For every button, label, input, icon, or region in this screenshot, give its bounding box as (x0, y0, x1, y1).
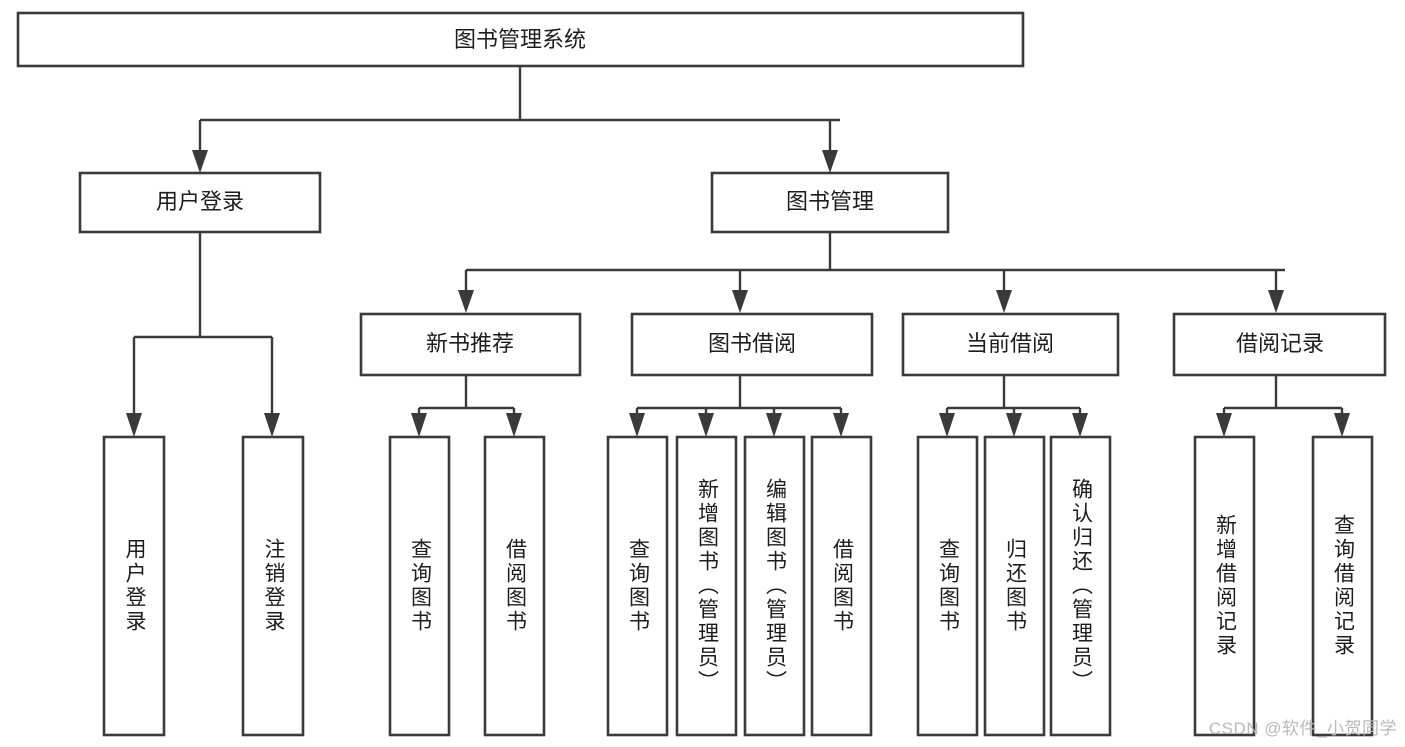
leaf-box-query-book-2[interactable] (606, 435, 669, 737)
node-box[interactable] (630, 312, 874, 377)
node-label: 借阅记录 (1236, 331, 1324, 356)
connector-record-to-leaves (1216, 375, 1350, 437)
leaf-box-edit-book[interactable] (743, 435, 806, 737)
leaf-box-user-login[interactable] (102, 435, 166, 737)
leaf-box-query-record[interactable] (1311, 435, 1374, 737)
arrow-icon (996, 290, 1012, 313)
node-label: 图书借阅 (708, 331, 796, 356)
leaf-box-confirm-return[interactable] (1049, 435, 1112, 737)
node-box[interactable] (901, 312, 1120, 377)
connector-borrow-to-leaves (629, 375, 849, 437)
node-new-book-recommend[interactable]: 新书推荐 (359, 312, 582, 377)
leaf-box-borrow-book-1[interactable] (483, 435, 546, 737)
node-root-label: 图书管理系统 (454, 27, 586, 52)
leaf-box-return-book[interactable] (983, 435, 1046, 737)
arrow-icon (192, 150, 208, 173)
arrow-icon (766, 413, 782, 437)
arrow-icon (629, 413, 645, 437)
node-label: 用户登录 (156, 189, 244, 214)
node-box[interactable] (359, 312, 582, 377)
arrow-icon (1334, 413, 1350, 437)
arrow-icon (458, 290, 474, 313)
node-label: 当前借阅 (966, 331, 1054, 356)
arrow-icon (939, 413, 955, 437)
connector-current-to-leaves (939, 375, 1088, 437)
arrow-icon (1268, 290, 1284, 313)
arrow-icon (822, 150, 838, 173)
leaf-box-logout[interactable] (241, 435, 305, 737)
leaf-box-borrow-book-2[interactable] (810, 435, 873, 737)
arrow-icon (1072, 413, 1088, 437)
leaf-box-add-record[interactable] (1193, 435, 1256, 737)
watermark-text: CSDN @软件_小贺同学 (1208, 719, 1397, 738)
arrow-icon (506, 413, 522, 437)
leaf-box-query-book-3[interactable] (916, 435, 979, 737)
arrow-icon (264, 413, 280, 437)
arrow-icon (1216, 413, 1232, 437)
arrow-icon (698, 413, 714, 437)
arrow-icon (1006, 413, 1022, 437)
connector-root-to-level2 (192, 66, 840, 173)
connector-newbook-to-leaves (411, 375, 522, 437)
node-book-borrow[interactable]: 图书借阅 (630, 312, 874, 377)
connector-userlogin-to-leaves (126, 232, 280, 437)
connector-bookmgmt-to-level3 (458, 232, 1285, 313)
arrow-icon (411, 413, 427, 437)
leaf-boxes (102, 435, 1374, 737)
node-label: 图书管理 (786, 189, 874, 214)
node-box[interactable] (710, 171, 950, 234)
node-box[interactable] (1172, 312, 1387, 377)
node-box[interactable] (78, 171, 322, 234)
node-label: 新书推荐 (426, 331, 514, 356)
leaf-box-add-book[interactable] (675, 435, 738, 737)
arrow-icon (126, 413, 142, 437)
arrow-icon (833, 413, 849, 437)
arrow-icon (732, 290, 748, 313)
node-root-box[interactable] (16, 11, 1025, 68)
node-borrow-record[interactable]: 借阅记录 (1172, 312, 1387, 377)
node-root[interactable]: 图书管理系统 (16, 11, 1025, 68)
node-book-management[interactable]: 图书管理 (710, 171, 950, 234)
node-current-borrow[interactable]: 当前借阅 (901, 312, 1120, 377)
node-user-login[interactable]: 用户登录 (78, 171, 322, 234)
leaf-box-query-book-1[interactable] (388, 435, 451, 737)
